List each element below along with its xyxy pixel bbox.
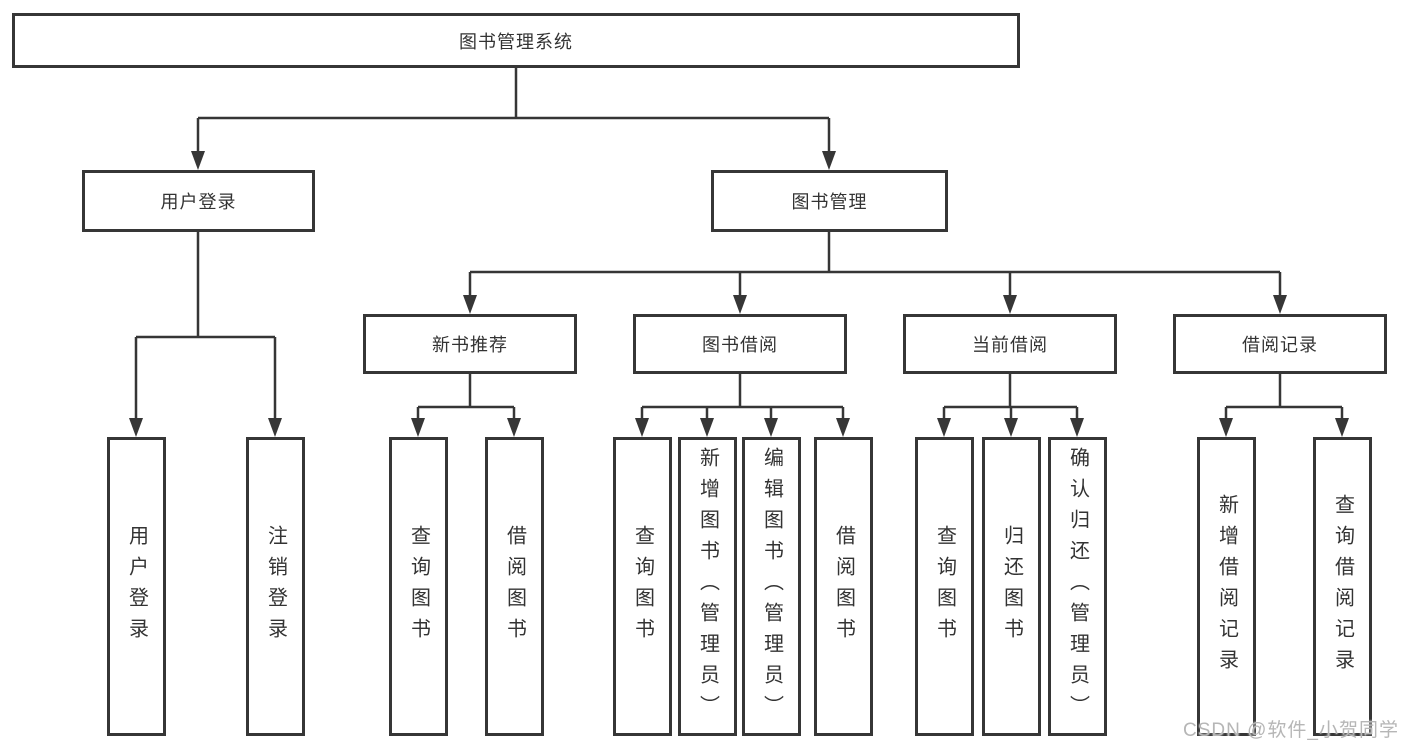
csdn-watermark: CSDN @软件_小贺同学 [1183, 720, 1399, 741]
node-label: 用户登录 [125, 524, 148, 649]
node-label: 借阅记录 [1242, 335, 1318, 355]
leaf-query-books-rec: 查询图书 [389, 437, 448, 736]
node-label: 注销登录 [264, 524, 287, 649]
node-label: 归还图书 [1000, 524, 1023, 649]
node-new-book-recommendation: 新书推荐 [363, 314, 577, 374]
leaf-add-books-admin: 新增图书（管理员） [678, 437, 737, 736]
leaf-edit-books-admin: 编辑图书（管理员） [742, 437, 801, 736]
node-label: 查询借阅记录 [1331, 493, 1354, 680]
node-label: 借阅图书 [832, 524, 855, 649]
leaf-confirm-return-admin: 确认归还（管理员） [1048, 437, 1107, 736]
node-label: 图书借阅 [702, 335, 778, 355]
node-label: 确认归还（管理员） [1066, 447, 1089, 726]
node-label: 查询图书 [407, 524, 430, 649]
leaf-borrow-books-rec: 借阅图书 [485, 437, 544, 736]
node-label: 查询图书 [933, 524, 956, 649]
node-book-management-system: 图书管理系统 [12, 13, 1020, 68]
leaf-borrow-books: 借阅图书 [814, 437, 873, 736]
node-label: 当前借阅 [972, 335, 1048, 355]
node-label: 查询图书 [631, 524, 654, 649]
node-current-borrowing: 当前借阅 [903, 314, 1117, 374]
node-book-borrowing: 图书借阅 [633, 314, 847, 374]
leaf-query-books-current: 查询图书 [915, 437, 974, 736]
leaf-logout: 注销登录 [246, 437, 305, 736]
node-user-login: 用户登录 [82, 170, 315, 232]
node-label: 用户登录 [160, 192, 237, 212]
leaf-query-books-borrow: 查询图书 [613, 437, 672, 736]
node-label: 新增图书（管理员） [696, 447, 719, 726]
leaf-add-borrow-record: 新增借阅记录 [1197, 437, 1256, 736]
leaf-query-borrow-record: 查询借阅记录 [1313, 437, 1372, 736]
node-label: 图书管理 [791, 192, 868, 212]
node-label: 借阅图书 [503, 524, 526, 649]
leaf-user-login: 用户登录 [107, 437, 166, 736]
node-label: 图书管理系统 [459, 31, 573, 52]
node-label: 新增借阅记录 [1215, 493, 1238, 680]
node-book-management: 图书管理 [711, 170, 948, 232]
node-borrowing-records: 借阅记录 [1173, 314, 1387, 374]
node-label: 编辑图书（管理员） [760, 447, 783, 726]
node-label: 新书推荐 [432, 335, 508, 355]
leaf-return-books: 归还图书 [982, 437, 1041, 736]
